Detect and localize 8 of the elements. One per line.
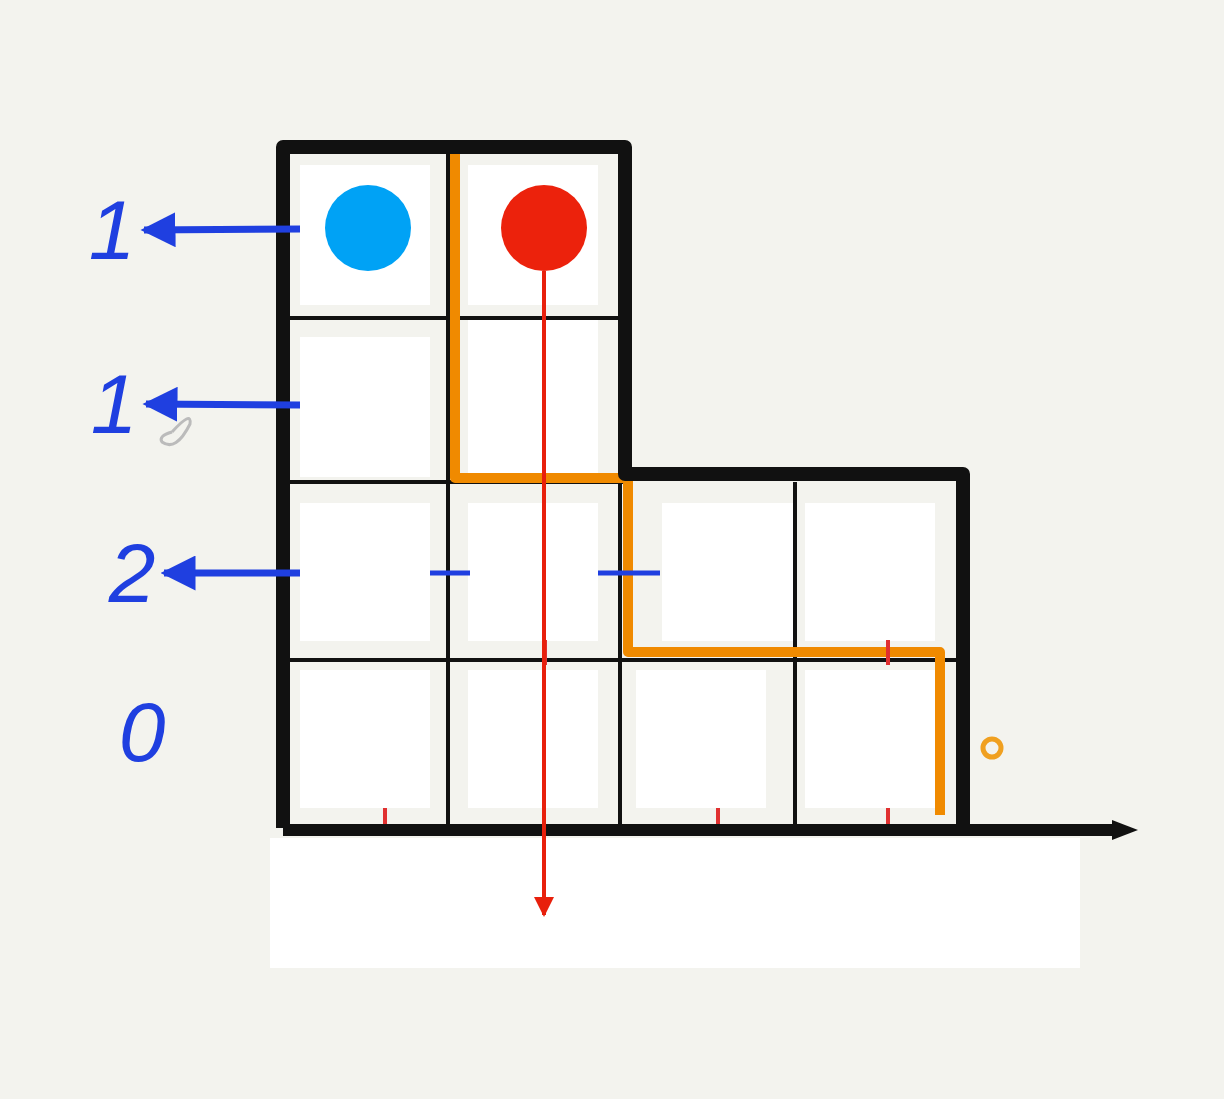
arrow <box>142 386 301 422</box>
row-number: 1 <box>86 362 142 446</box>
arrow <box>160 555 300 591</box>
row-number: 2 <box>104 531 160 615</box>
arrow <box>140 212 301 248</box>
arrow <box>534 271 554 917</box>
row-number: 1 <box>84 188 140 272</box>
row-number: 0 <box>117 690 167 774</box>
